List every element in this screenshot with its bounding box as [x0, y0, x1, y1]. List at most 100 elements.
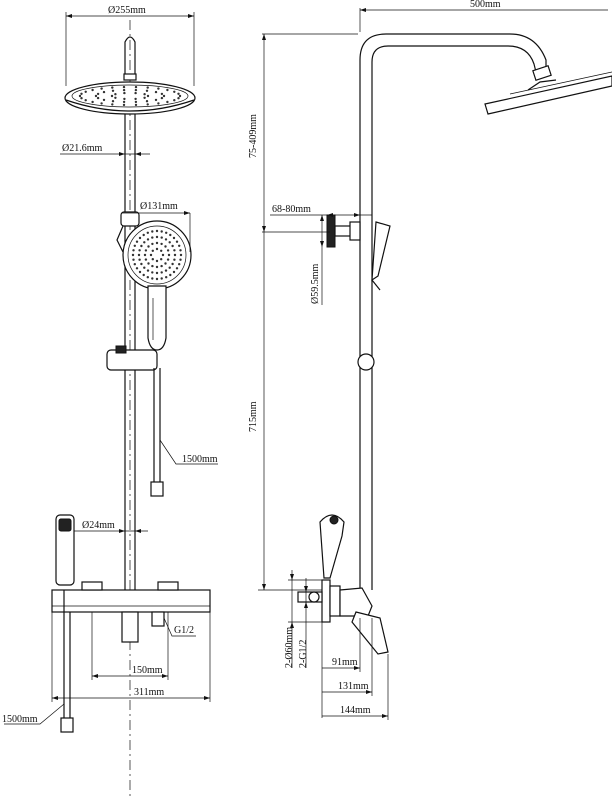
label-depth-131: 131mm [338, 681, 369, 692]
nozzle-dot [94, 94, 98, 98]
bracket-clamp [116, 225, 124, 253]
nozzle-dot [160, 277, 163, 280]
nozzle-dot [140, 244, 143, 248]
nozzle-dot [134, 85, 138, 89]
nozzle-dot [155, 259, 159, 263]
side-view: 500mm 75-409mm 68-80mm [248, 0, 612, 720]
nozzle-dot [138, 249, 141, 252]
nozzle-dot [143, 253, 147, 257]
nozzle-dot [160, 96, 164, 100]
nozzle-dot [173, 258, 176, 261]
nozzle-dot [151, 242, 154, 246]
leader-lower-hose [4, 703, 65, 725]
nozzle-dot [80, 97, 83, 100]
nozzle-dot [147, 245, 150, 248]
nozzle-dot [146, 276, 149, 279]
nozzle-dot [173, 253, 177, 257]
nozzle-dot [173, 99, 176, 102]
label-center-distance: 150mm [132, 665, 163, 676]
nozzle-dot [175, 267, 179, 270]
nozzle-dot [173, 90, 176, 94]
mixer-body [51, 581, 211, 643]
nozzle-dot [143, 93, 146, 96]
nozzle-dot [135, 267, 139, 270]
dim-depth-131 [322, 618, 373, 696]
dim-hand-diameter [122, 211, 191, 252]
nozzle-dot [169, 273, 172, 277]
nozzle-dot [160, 271, 163, 274]
nozzle-dot [84, 90, 87, 94]
nozzle-dot [164, 238, 168, 241]
label-thread-2g12: 2-G1/2 [298, 640, 309, 668]
nozzle-dot [160, 264, 163, 268]
nozzle-dot [122, 85, 126, 89]
leader-upper-hose [159, 439, 218, 465]
nozzle-dot [165, 231, 168, 234]
nozzle-dot [160, 92, 164, 96]
dim-riser-height [258, 232, 322, 591]
hand-shower [122, 220, 192, 351]
nozzle-dot [142, 273, 145, 277]
nozzle-dot [134, 91, 137, 95]
label-riser-height: 715mm [248, 401, 259, 432]
label-head-diameter: Ø255mm [108, 5, 146, 16]
nozzle-dot [143, 266, 146, 269]
nozzle-dot [134, 100, 138, 104]
nozzle-dot [160, 236, 163, 239]
nozzle-dot [146, 86, 149, 89]
nozzle-dot [165, 276, 168, 279]
nozzle-dot [168, 266, 171, 269]
nozzle-dot [102, 98, 106, 102]
nozzle-dot [166, 88, 169, 92]
side-hand-shower [371, 221, 391, 291]
dim-depth-144 [322, 654, 389, 720]
hose-holder [106, 349, 158, 371]
dim-height-adjust [262, 33, 358, 233]
nozzle-dot [177, 92, 180, 96]
nozzle-dot [167, 253, 171, 257]
g12-inlet [151, 611, 165, 627]
nozzle-dot [151, 271, 154, 274]
nozzle-dot [145, 100, 149, 103]
label-pipe-diameter: Ø21.6mm [62, 143, 103, 154]
leader-g12 [163, 617, 196, 637]
nozzle-dot [155, 265, 159, 269]
nozzle-dot [100, 102, 103, 105]
dim-thread-2g12 [302, 578, 322, 668]
nozzle-dot [146, 238, 150, 241]
nozzle-dot [80, 92, 83, 96]
label-bracket-depth: 68-80mm [272, 204, 311, 215]
nozzle-dot [114, 96, 117, 100]
nozzle-dot [146, 103, 149, 106]
nozzle-dot [91, 100, 94, 104]
nozzle-dot [91, 88, 94, 92]
nozzle-dot [143, 96, 146, 100]
nozzle-dot [155, 235, 159, 239]
nozzle-dot [173, 249, 176, 252]
nozzle-dot [160, 249, 163, 252]
nozzle-dot [144, 249, 148, 252]
nozzle-dot [178, 94, 182, 98]
nozzle-dot [149, 253, 153, 257]
nozzle-dot [164, 262, 167, 265]
nozzle-dot [96, 96, 100, 100]
nozzle-dot [177, 97, 180, 100]
label-lower-hose-length: 1500mm [2, 714, 38, 725]
label-cover-diameter: 2-Ø60mm [284, 627, 295, 668]
label-arm-length: 500mm [470, 0, 501, 10]
label-height-adjust: 75-409mm [248, 114, 259, 158]
nozzle-dot [111, 100, 115, 103]
nozzle-dot [151, 258, 154, 261]
label-depth-91: 91mm [332, 657, 358, 668]
nozzle-dot [171, 244, 174, 248]
nozzle-dot [162, 94, 166, 98]
nozzle-dot [111, 86, 114, 89]
nozzle-dot [151, 249, 154, 252]
upper-hose-end [150, 481, 164, 497]
riser-outer [359, 33, 547, 590]
front-view: Ø255mm Ø21.6mm Ø131mm 1500mm Ø24mm G1/2 [2, 5, 218, 800]
nozzle-dot [151, 236, 154, 239]
nozzle-dot [160, 242, 163, 246]
side-rain-head [484, 71, 612, 115]
